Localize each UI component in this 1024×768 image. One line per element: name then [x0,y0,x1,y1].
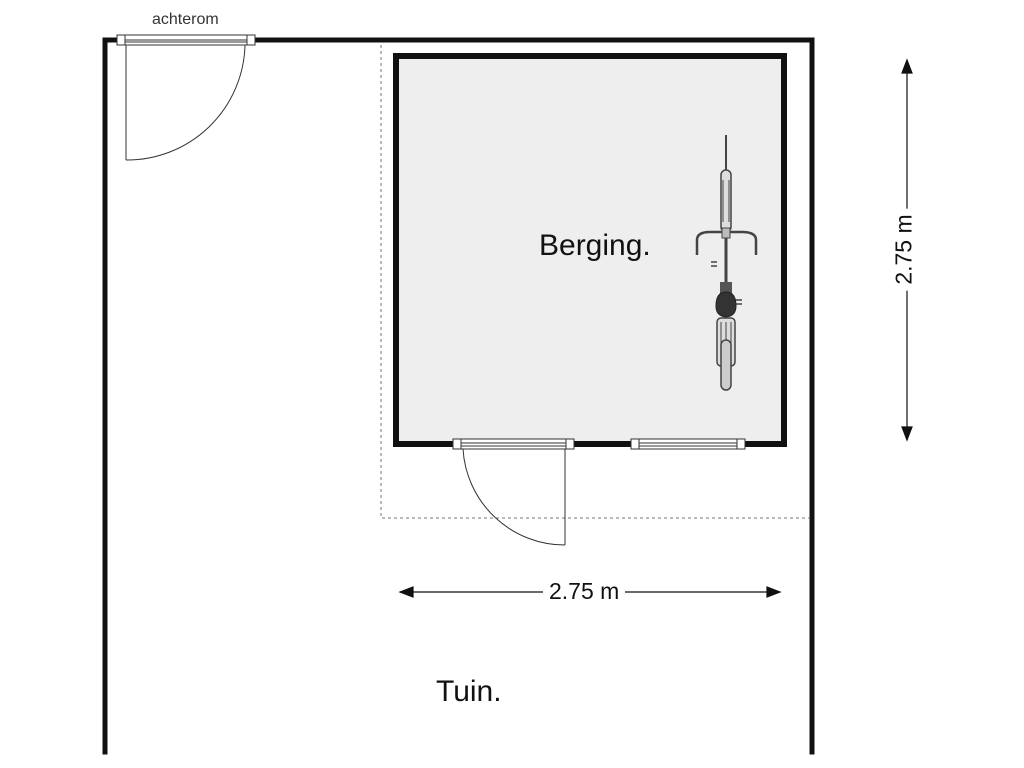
storage-window [630,438,746,450]
rear-passage-label: achterom [152,11,219,28]
width-dimension-label: 2.75 m [543,580,626,603]
depth-dimension-label: 2.75 m [891,208,917,291]
dashed-outline [380,45,810,519]
storage-room-label: Berging. [539,229,651,262]
garden-label: Tuin. [436,675,502,708]
storage-room [393,53,787,447]
rear-passage-door [116,34,256,161]
bicycle-icon [695,135,758,391]
storage-door [452,438,575,546]
